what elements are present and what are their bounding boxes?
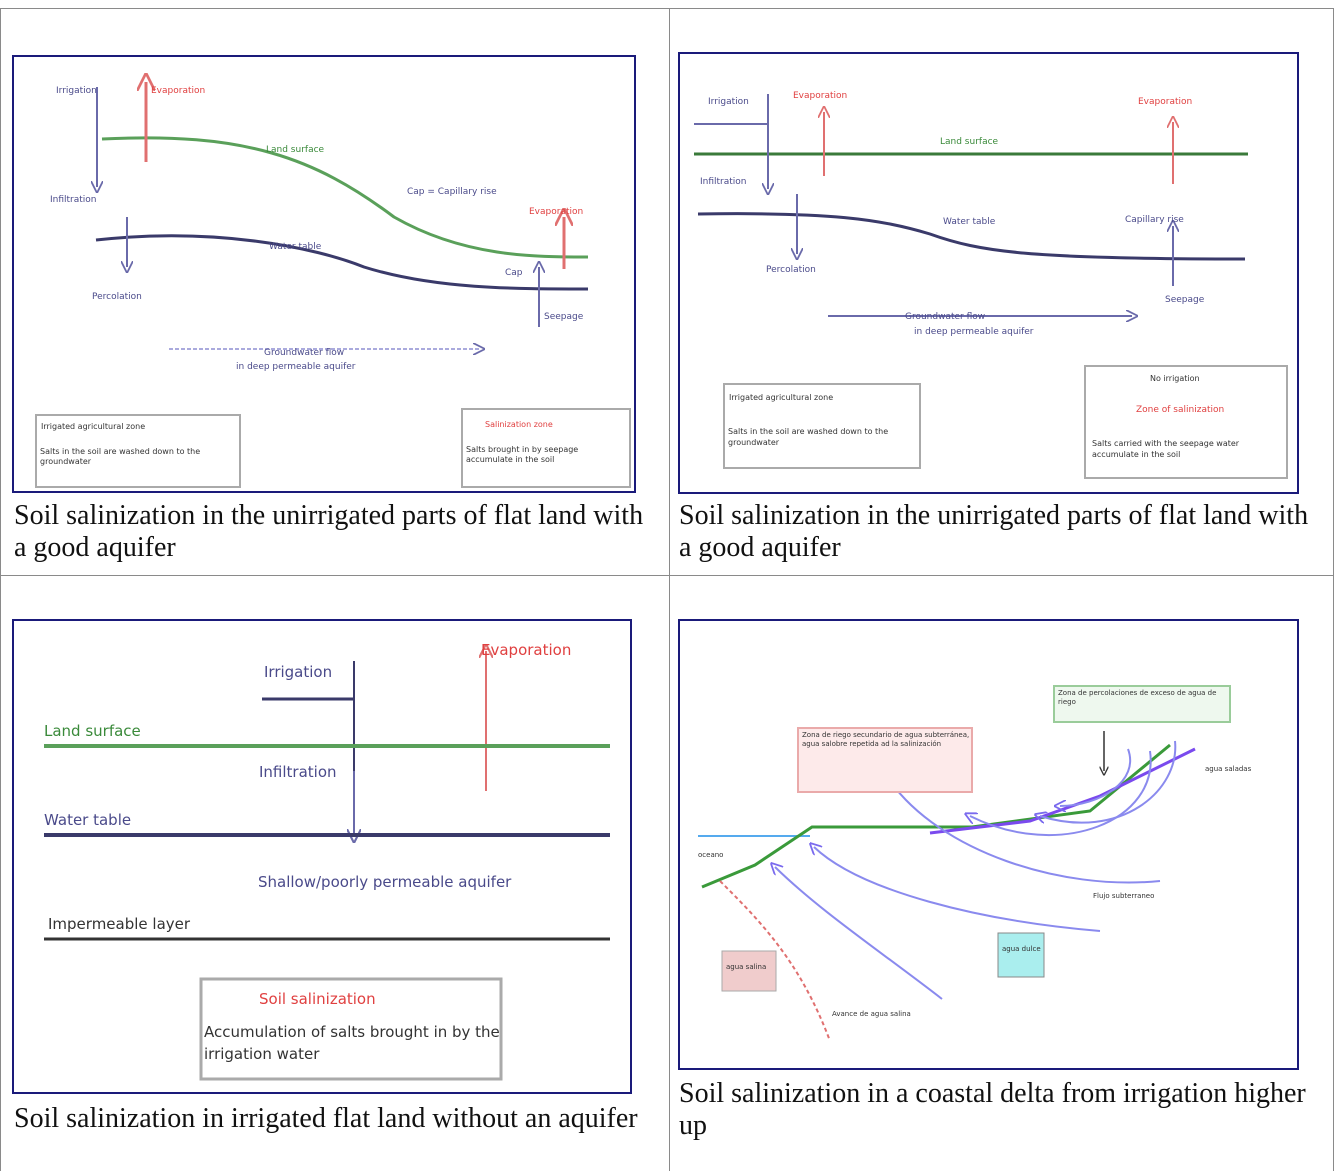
flow-label-2: in deep permeable aquifer xyxy=(914,327,1034,337)
water-table-line xyxy=(697,212,1246,261)
flow-arrow-4 xyxy=(970,750,1152,837)
agua-saladas-label: agua saladas xyxy=(1205,765,1252,773)
cap-label: Cap xyxy=(505,268,523,278)
flow-arrow-1 xyxy=(775,867,943,1000)
diagram-4: Zona de percolaciones de exceso de agua … xyxy=(698,685,1252,1042)
saltwater-intrusion-line xyxy=(719,880,831,1042)
infiltration-label: Infiltration xyxy=(259,763,337,781)
evaporation-label-2: Evaporation xyxy=(529,207,583,217)
caption-3: Soil salinization in irrigated flat land… xyxy=(14,1103,638,1134)
box1-body-wrap: Salts in the soil are washed down to the… xyxy=(40,447,201,466)
water-table-label: Water table xyxy=(269,242,322,252)
top-box-text: Zona de percolaciones de exceso de agua … xyxy=(1058,689,1217,706)
flujo-label: Flujo subterraneo xyxy=(1093,892,1154,900)
impermeable-label: Impermeable layer xyxy=(48,915,191,933)
irrigation-label: Irrigation xyxy=(264,663,332,681)
diagram-panel-2: Irrigation Evaporation Evaporation Land … xyxy=(678,52,1299,494)
box1-title: Irrigated agricultural zone xyxy=(41,422,145,431)
legend-box-2 xyxy=(1084,365,1288,479)
left-legend-box xyxy=(797,727,973,793)
seepage-label: Seepage xyxy=(1165,295,1205,305)
box1-body: Salts in the soil are washed down to the… xyxy=(40,447,201,466)
land-surface-line xyxy=(701,743,1171,889)
flow-arrow-3 xyxy=(890,781,1161,884)
land-surface-label: Land surface xyxy=(940,137,999,147)
top-box-wrap: Zona de percolaciones de exceso de agua … xyxy=(1058,689,1217,706)
land-surface-line xyxy=(101,136,589,259)
evaporation-label: Evaporation xyxy=(793,91,847,101)
agua-dulce-box xyxy=(997,932,1045,978)
flow-label-1: Groundwater flow xyxy=(905,312,985,322)
evaporation-label: Evaporation xyxy=(151,86,205,96)
evaporation-label-2: Evaporation xyxy=(1138,97,1192,107)
box-body-wrap: Accumulation of salts brought in by the … xyxy=(204,1023,500,1063)
infiltration-label: Infiltration xyxy=(700,177,747,187)
legend-box-1 xyxy=(723,383,921,469)
agua-salina-box xyxy=(721,950,777,992)
diagram-panel-4: Zona de percolaciones de exceso de agua … xyxy=(678,619,1299,1070)
caption-1: Soil salinization in the unirrigated par… xyxy=(14,500,644,563)
diagram-panel-3: Irrigation Evaporation Land surface Infi… xyxy=(12,619,632,1094)
table-center-border xyxy=(669,8,670,1171)
box1-body-wrap: Salts in the soil are washed down to the… xyxy=(728,427,889,447)
water-table-label: Water table xyxy=(943,217,996,227)
box-title: Soil salinization xyxy=(259,990,376,1008)
box2-title: No irrigation xyxy=(1150,374,1200,383)
box2-body: Salts carried with the seepage water acc… xyxy=(1092,439,1240,459)
box-body: Accumulation of salts brought in by the … xyxy=(204,1023,500,1063)
top-legend-box xyxy=(1053,685,1231,723)
percolation-label: Percolation xyxy=(766,265,816,275)
legend-box-1 xyxy=(35,414,241,488)
table-mid-border xyxy=(0,575,1334,576)
land-surface-label: Land surface xyxy=(44,722,141,740)
capillary-label: Capillary rise xyxy=(1125,215,1184,225)
evaporation-label: Evaporation xyxy=(481,641,571,659)
caption-4: Soil salinization in a coastal delta fro… xyxy=(679,1078,1306,1141)
box1-body: Salts in the soil are washed down to the… xyxy=(728,427,889,447)
table-left-border xyxy=(0,8,1,1171)
left-box-text: Zona de riego secundario de agua subterr… xyxy=(802,731,970,748)
oceano-label: oceano xyxy=(698,851,723,859)
diagram-panel-1: Irrigation Evaporation Land surface Cap … xyxy=(12,55,636,493)
flow-arrow-2 xyxy=(814,847,1101,932)
agua-dulce-label: agua dulce xyxy=(1002,945,1041,953)
water-table-label: Water table xyxy=(44,811,131,829)
diagram-1: Irrigation Evaporation Land surface Cap … xyxy=(35,57,631,488)
water-table-line xyxy=(95,234,589,291)
diagram-3: Irrigation Evaporation Land surface Infi… xyxy=(44,641,610,1081)
irrigation-label: Irrigation xyxy=(708,97,749,107)
box2-body: Salts brought in by seepage accumulate i… xyxy=(466,445,579,464)
avance-label: Avance de agua salina xyxy=(832,1010,911,1018)
seepage-label: Seepage xyxy=(544,312,584,322)
table-top-border xyxy=(0,8,1334,9)
left-box-wrap: Zona de riego secundario de agua subterr… xyxy=(802,731,970,748)
box2-body-wrap: Salts brought in by seepage accumulate i… xyxy=(466,445,579,464)
flow-arrow-5 xyxy=(1040,740,1177,824)
caption-2: Soil salinization in the unirrigated par… xyxy=(679,500,1309,563)
box2-red-label: Zone of salinization xyxy=(1136,405,1224,415)
land-surface-label: Land surface xyxy=(266,145,325,155)
box2-body-wrap: Salts carried with the seepage water acc… xyxy=(1092,439,1240,459)
box1-title: Irrigated agricultural zone xyxy=(729,393,833,402)
legend-box-2 xyxy=(461,408,631,488)
cap-definition-label: Cap = Capillary rise xyxy=(407,187,497,197)
box2-title: Salinization zone xyxy=(485,420,553,429)
flow-label-2: in deep permeable aquifer xyxy=(236,362,356,372)
diagram-2: Irrigation Evaporation Evaporation Land … xyxy=(694,91,1288,479)
flow-label-1: Groundwater flow xyxy=(264,348,344,358)
legend-box xyxy=(199,977,503,1081)
flow-arrow-6 xyxy=(1060,748,1131,806)
infiltration-label: Infiltration xyxy=(50,195,97,205)
percolation-label: Percolation xyxy=(92,292,142,302)
agua-salina-label: agua salina xyxy=(726,963,766,971)
irrigation-label: Irrigation xyxy=(56,86,97,96)
aquifer-label: Shallow/poorly permeable aquifer xyxy=(258,873,512,891)
